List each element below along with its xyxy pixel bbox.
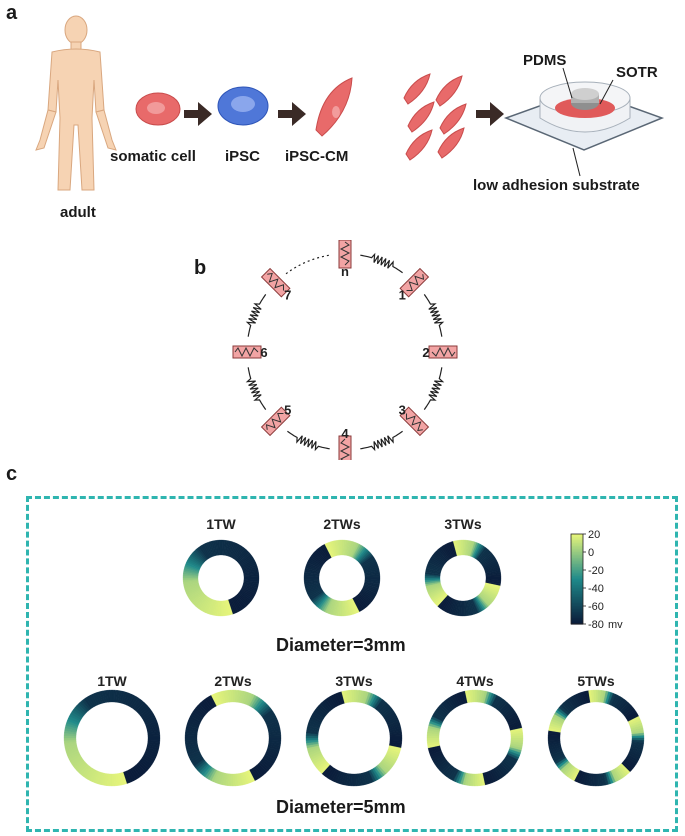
- ipsc-cm-label: iPSC-CM: [285, 148, 349, 165]
- rc-unit-label: 4: [341, 426, 349, 441]
- rc-unit-icon: [428, 345, 458, 359]
- ring-5mm-5tw: [547, 689, 645, 787]
- ring-5mm-2tw: [184, 689, 282, 787]
- sotr-label: SOTR: [616, 64, 658, 81]
- adult-label: adult: [60, 204, 96, 221]
- rc-unit-icon: [399, 406, 430, 437]
- somatic-cell-label: somatic cell: [110, 148, 196, 165]
- panel-a-illustration: [35, 15, 665, 191]
- ring-label: 3TWs: [335, 673, 373, 689]
- ring-3mm-3tw: [424, 539, 502, 617]
- ring-5mm-3tw: [305, 689, 403, 787]
- rc-unit-icon: [338, 435, 352, 460]
- colorbar: 20 0 -20 -40 -60 -80 mv: [570, 529, 623, 631]
- ipsc-cm-icon: [315, 77, 353, 137]
- rc-unit-label: 7: [284, 288, 291, 303]
- panel-c-frame: [26, 496, 678, 832]
- rc-unit-label: 6: [260, 345, 267, 360]
- ring-label: 1TW: [97, 673, 127, 689]
- adult-figure-icon: [35, 15, 117, 191]
- rc-unit-label: n: [341, 264, 349, 279]
- ring-label: 2TWs: [323, 516, 361, 532]
- circuit-wire-ring: [245, 252, 445, 452]
- row-1-title: Diameter=3mm: [276, 635, 406, 655]
- traveling-wave-ring-plots: 1TW 2TWs 3TWs 1TW 2TWs 3TWs 4TWs 5TWs 20 0 -20 -40 -…: [63, 516, 645, 787]
- sotr-device-icon: [503, 67, 665, 177]
- colorbar-tick-label: 20: [588, 529, 600, 541]
- rc-unit-label: 2: [422, 345, 429, 360]
- rc-unit-icon: [338, 240, 352, 269]
- ipsc-label: iPSC: [225, 148, 261, 165]
- colorbar-tick-label: -80: [588, 619, 604, 631]
- row-2-title: Diameter=5mm: [276, 797, 406, 817]
- ring-3mm-1tw: [182, 539, 260, 617]
- arrow-icon: [278, 102, 306, 126]
- cardiomyocyte-cluster-icon: [403, 73, 467, 161]
- rc-unit-icon: [399, 267, 430, 298]
- ring-label: 3TWs: [444, 516, 482, 532]
- ring-5mm-1tw: [63, 689, 161, 787]
- rc-unit-label: 1: [399, 288, 406, 303]
- ring-label: 5TWs: [577, 673, 615, 689]
- pdms-label: PDMS: [523, 52, 567, 69]
- ipsc-icon: [217, 86, 269, 126]
- arrow-icon: [184, 102, 212, 126]
- panel-a-letter: a: [6, 2, 18, 24]
- ring-label: 2TWs: [214, 673, 252, 689]
- panel-c-letter: c: [6, 463, 18, 485]
- rc-unit-label: 5: [284, 402, 291, 417]
- substrate-label: low adhesion substrate: [473, 177, 640, 194]
- rc-unit-icon: [260, 406, 291, 437]
- ring-5mm-4tw: [426, 689, 524, 787]
- colorbar-tick-label: -40: [588, 583, 604, 595]
- colorbar-tick-label: 0: [588, 547, 594, 559]
- colorbar-tick-label: -20: [588, 565, 604, 577]
- somatic-cell-icon: [135, 92, 181, 126]
- colorbar-unit-label: mv: [608, 619, 623, 631]
- rc-unit-label: 3: [399, 402, 406, 417]
- ring-3mm-2tw: [303, 539, 381, 617]
- arrow-icon: [476, 102, 504, 126]
- ring-label: 1TW: [206, 516, 236, 532]
- ring-label: 4TWs: [456, 673, 494, 689]
- rc-ring-circuit-diagram: 1 2 3 4 5 6 7 n: [232, 240, 458, 460]
- rc-unit-icon: [232, 345, 262, 359]
- colorbar-tick-label: -60: [588, 601, 604, 613]
- panel-b-letter: b: [194, 257, 207, 279]
- rc-unit-icon: [260, 267, 291, 298]
